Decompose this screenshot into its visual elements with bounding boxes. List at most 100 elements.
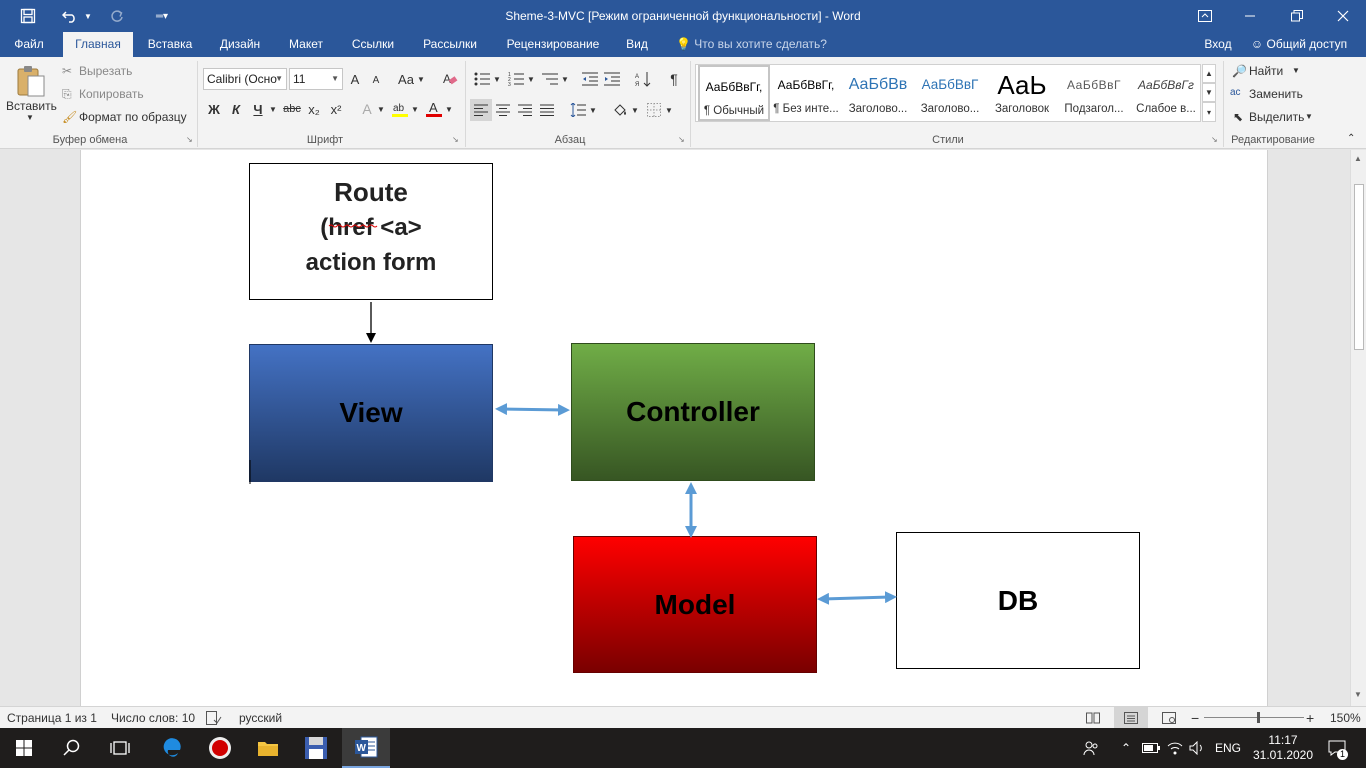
increase-indent-icon[interactable] (602, 69, 622, 89)
clear-formatting-icon[interactable]: A (440, 69, 460, 89)
zoom-slider[interactable] (1204, 707, 1304, 729)
vertical-scrollbar[interactable]: ▲ ▼ (1350, 150, 1366, 706)
italic-button[interactable]: К (232, 101, 240, 117)
undo-dropdown-icon[interactable]: ▼ (84, 11, 92, 21)
style-normal[interactable]: АаБбВвГг, ¶ Обычный (698, 65, 770, 121)
paste-icon[interactable] (14, 63, 48, 99)
scroll-up-icon[interactable]: ▲ (1354, 154, 1362, 163)
share-button[interactable]: ☺ Общий доступ (1244, 32, 1354, 57)
styles-scroll-up-icon[interactable]: ▲ (1202, 64, 1216, 83)
tab-home[interactable]: Главная (63, 32, 133, 57)
paragraph-launcher-icon[interactable]: ↘ (678, 135, 685, 144)
tab-file[interactable]: Файл (14, 37, 44, 51)
tell-me-search[interactable]: 💡 Что вы хотите сделать? (676, 32, 827, 57)
document-page[interactable]: Route (href <a> action form View Control… (80, 150, 1268, 706)
grow-font-icon[interactable]: A (350, 71, 360, 87)
zoom-out-icon[interactable]: − (1191, 710, 1200, 726)
model-box[interactable]: Model (573, 536, 817, 673)
bullets-icon[interactable] (472, 69, 492, 89)
chevron-down-icon[interactable]: ▼ (1292, 66, 1300, 75)
view-box[interactable]: View (249, 344, 493, 482)
find-button[interactable]: Найти (1249, 64, 1284, 78)
zoom-in-icon[interactable]: + (1306, 710, 1315, 726)
clock[interactable]: 11:17 31.01.2020 (1250, 728, 1316, 768)
print-layout-icon[interactable] (1114, 707, 1148, 729)
subscript-button[interactable]: x₂ (308, 101, 320, 117)
format-painter-button[interactable]: Формат по образцу (79, 110, 187, 124)
input-language[interactable]: ENG (1214, 741, 1241, 755)
screen-recorder-icon[interactable] (196, 728, 244, 768)
align-center-icon[interactable] (492, 99, 514, 121)
font-launcher-icon[interactable]: ↘ (452, 135, 459, 144)
signin-link[interactable]: Вход (1204, 37, 1232, 51)
shrink-font-icon[interactable]: A (372, 74, 380, 86)
borders-icon[interactable] (644, 99, 664, 121)
windows-start-icon[interactable] (0, 728, 48, 768)
save-icon[interactable] (14, 0, 42, 32)
collapse-ribbon-icon[interactable]: ⌃ (1347, 133, 1356, 144)
decrease-indent-icon[interactable] (580, 69, 600, 89)
tab-layout[interactable]: Макет (289, 37, 323, 51)
chevron-down-icon[interactable]: ▼ (445, 104, 453, 114)
chevron-down-icon[interactable]: ▼ (269, 104, 277, 114)
align-left-icon[interactable] (470, 99, 492, 121)
tab-references[interactable]: Ссылки (351, 37, 395, 51)
scroll-down-icon[interactable]: ▼ (1354, 690, 1362, 699)
highlight-icon[interactable]: ab (390, 99, 410, 119)
db-box[interactable]: DB (896, 532, 1140, 669)
chevron-down-icon[interactable]: ▼ (527, 74, 535, 84)
battery-icon[interactable] (1140, 728, 1162, 768)
multilevel-list-icon[interactable] (540, 69, 560, 89)
tab-view[interactable]: Вид (626, 37, 648, 51)
chevron-down-icon[interactable]: ▼ (589, 105, 597, 115)
proofing-icon[interactable] (206, 707, 222, 729)
style-subtitle[interactable]: АаБбВвГ Подзагол... (1058, 65, 1130, 121)
line-spacing-icon[interactable] (568, 99, 588, 121)
chevron-down-icon[interactable]: ▼ (377, 104, 385, 114)
style-heading-1[interactable]: АаБбВв Заголово... (842, 65, 914, 121)
styles-scroll-down-icon[interactable]: ▼ (1202, 83, 1216, 102)
show-formatting-icon[interactable]: ¶ (670, 71, 678, 87)
word-count[interactable]: Число слов: 10 (111, 711, 196, 725)
task-view-icon[interactable] (96, 728, 144, 768)
tab-insert[interactable]: Вставка (147, 37, 193, 51)
minimize-icon[interactable] (1235, 0, 1265, 32)
volume-icon[interactable] (1186, 728, 1208, 768)
chevron-down-icon[interactable]: ▼ (561, 74, 569, 84)
underline-button[interactable]: Ч (253, 101, 263, 117)
change-case-icon[interactable]: Aa (398, 71, 414, 87)
replace-button[interactable]: Заменить (1249, 87, 1303, 101)
page-count[interactable]: Страница 1 из 1 (7, 711, 97, 725)
read-mode-icon[interactable] (1084, 707, 1102, 729)
notifications-icon[interactable]: 1 (1322, 728, 1352, 768)
zoom-level[interactable]: 150% (1330, 711, 1361, 725)
chevron-down-icon[interactable]: ▼ (417, 74, 425, 84)
paste-button[interactable]: Вставить (6, 99, 57, 113)
align-right-icon[interactable] (514, 99, 536, 121)
tab-review[interactable]: Рецензирование (506, 37, 600, 51)
strikethrough-button[interactable]: abc (283, 103, 301, 115)
ribbon-display-icon[interactable] (1190, 0, 1220, 32)
font-name-box[interactable]: Calibri (Осно▼ (203, 68, 287, 90)
style-subtle-emphasis[interactable]: АаБбВвГг Слабое в... (1130, 65, 1202, 121)
redo-icon[interactable] (106, 0, 128, 32)
paste-dropdown-icon[interactable]: ▼ (26, 113, 34, 122)
font-color-icon[interactable]: A (424, 99, 444, 119)
shading-icon[interactable] (610, 99, 630, 121)
floppy-app-icon[interactable] (292, 728, 340, 768)
cut-button[interactable]: Вырезать (79, 64, 133, 78)
wifi-icon[interactable] (1164, 728, 1186, 768)
restore-icon[interactable] (1282, 0, 1312, 32)
file-explorer-icon[interactable] (244, 728, 292, 768)
people-icon[interactable] (1080, 728, 1102, 768)
style-title[interactable]: АаЬ Заголовок (986, 65, 1058, 121)
style-no-spacing[interactable]: АаБбВвГг, ¶ Без инте... (770, 65, 842, 121)
chevron-down-icon[interactable]: ▼ (631, 105, 639, 115)
superscript-button[interactable]: x² (330, 101, 342, 117)
clipboard-launcher-icon[interactable]: ↘ (186, 135, 193, 144)
justify-icon[interactable] (536, 99, 558, 121)
undo-icon[interactable] (58, 0, 82, 32)
route-box[interactable]: Route (href <a> action form (249, 163, 493, 300)
